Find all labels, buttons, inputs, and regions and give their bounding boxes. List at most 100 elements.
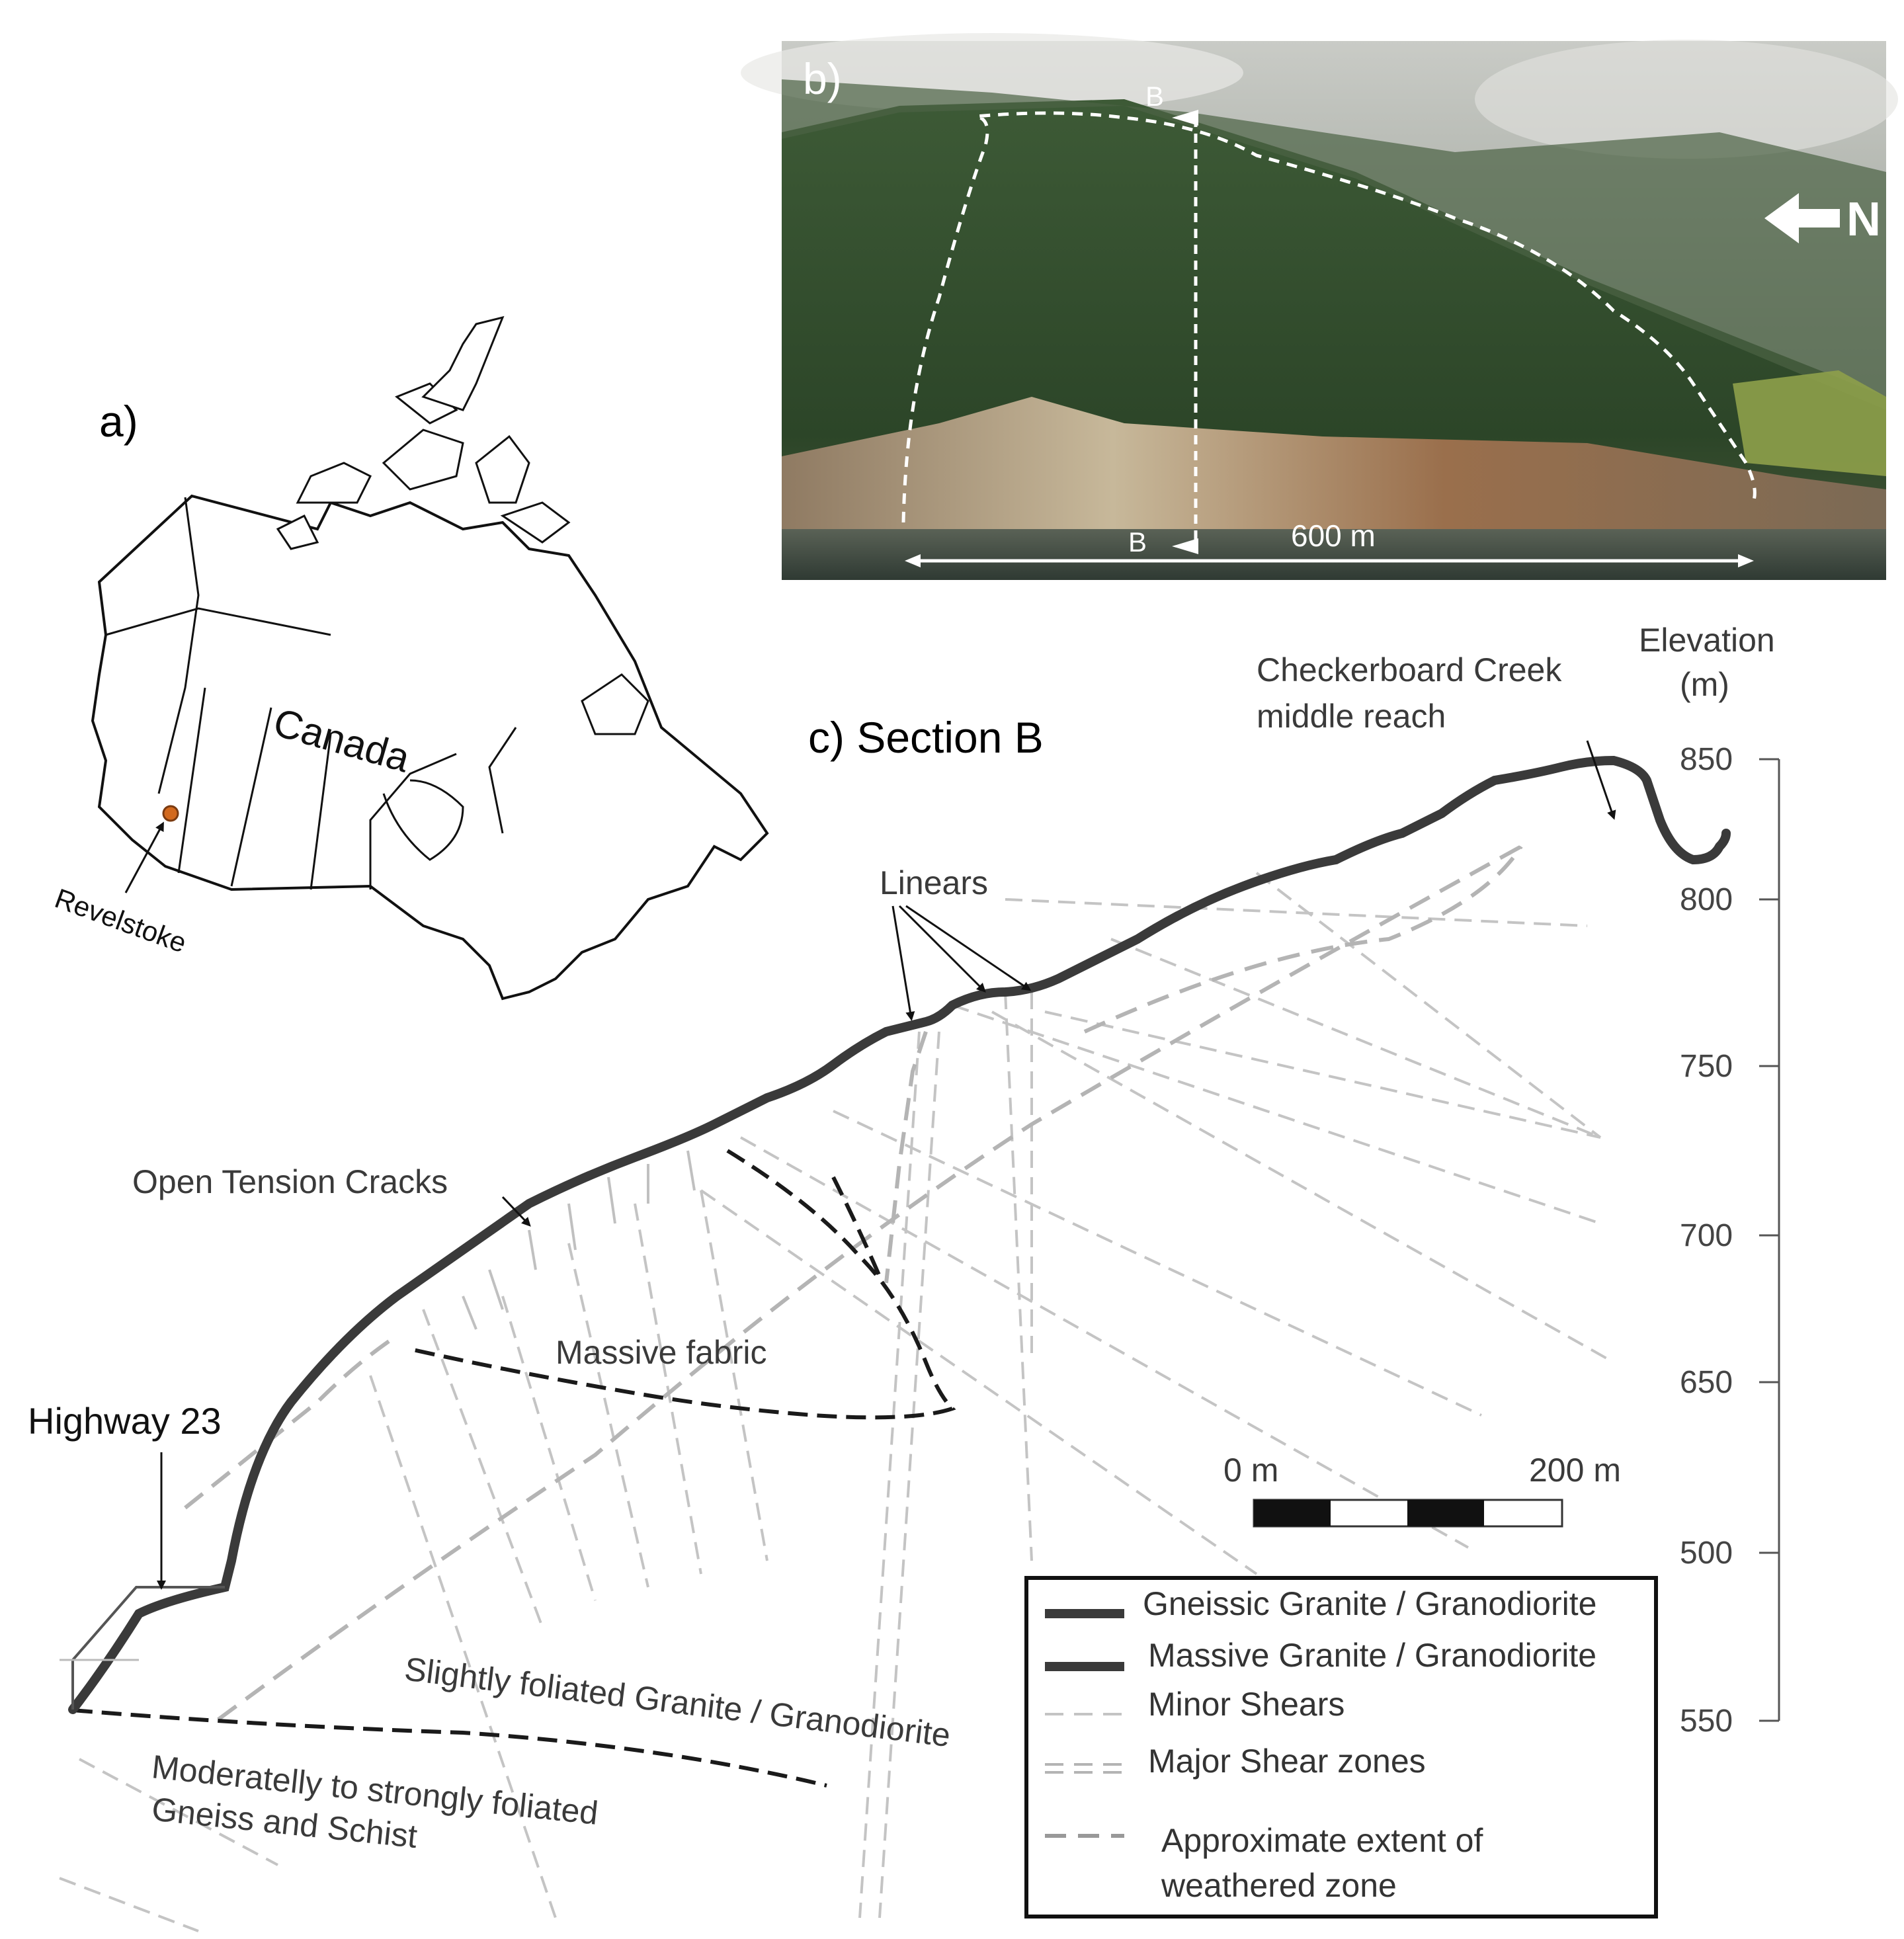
- minor-shear: [991, 1011, 1614, 1364]
- revelstoke-arrow: [124, 821, 164, 893]
- major-shear: [217, 845, 1522, 1721]
- cloud: [1475, 40, 1898, 159]
- linears-arrow: [905, 905, 1032, 991]
- minor-shears: [59, 872, 1614, 1932]
- linears-arrow: [898, 905, 986, 993]
- north-arrow-icon: [1764, 193, 1840, 243]
- arctic-island: [382, 429, 464, 491]
- province-border: [230, 707, 272, 887]
- section-mark-top: B: [1145, 81, 1164, 112]
- creek-label-1: Checkerboard Creek: [1257, 651, 1562, 688]
- linears-arrow: [891, 905, 915, 1021]
- minor-shear: [1044, 1011, 1601, 1139]
- tension-crack-ticks: [462, 1150, 696, 1330]
- tick-label: 500: [1680, 1536, 1733, 1571]
- minor-shear: [634, 1203, 702, 1575]
- crack-tick: [686, 1150, 696, 1191]
- elevation-axis: Elevation (m) 850 800 750 700 650 500 55…: [1639, 622, 1780, 1739]
- distance-arrow-left: [905, 554, 921, 567]
- tick-label: 850: [1680, 742, 1733, 777]
- photo-panel: B B 600 m N b): [741, 33, 1898, 580]
- tick-label: 750: [1680, 1049, 1733, 1084]
- weathered-boundary: [409, 1149, 956, 1420]
- legend-weathered-2: weathered zone: [1161, 1867, 1397, 1904]
- minor-shear: [369, 1375, 557, 1918]
- minor-shear: [422, 1309, 544, 1628]
- slightly-foliated-label: Slightly foliated Granite / Granodiorite: [403, 1650, 953, 1754]
- legend-massive: Massive Granite / Granodiorite: [1148, 1637, 1596, 1674]
- tick-label: 550: [1680, 1704, 1733, 1739]
- legend-weathered-1: Approximate extent of: [1161, 1822, 1483, 1859]
- massive-fabric-label: Massive fabric: [556, 1334, 767, 1371]
- legend: Gneissic Granite / Granodiorite Massive …: [1024, 1576, 1658, 1918]
- tick-label: 650: [1680, 1365, 1733, 1400]
- minor-shear: [501, 1296, 597, 1601]
- tick-label: 800: [1680, 882, 1733, 917]
- province-border: [310, 733, 332, 890]
- arctic-island: [421, 315, 505, 411]
- creek-label-2: middle reach: [1257, 698, 1446, 735]
- crack-tick: [567, 1203, 577, 1251]
- canada-outline: [91, 494, 769, 1001]
- newfoundland: [581, 673, 649, 735]
- panel-b-label: b): [803, 54, 842, 103]
- creek-arrow: [1586, 740, 1616, 820]
- province-border: [157, 497, 200, 794]
- tick-label: 700: [1680, 1218, 1733, 1253]
- section-arrow-top: [1172, 110, 1198, 126]
- minor-shear: [700, 1190, 768, 1561]
- minor-shear: [79, 1758, 278, 1866]
- cliff-face: [782, 397, 1886, 529]
- hudson-bay: [382, 779, 464, 861]
- major-shear: [184, 1334, 398, 1510]
- weathered-boundary: [72, 1708, 827, 1788]
- minor-shear: [567, 1243, 649, 1588]
- minor-shear: [1005, 898, 1588, 927]
- legend-major: Major Shear zones: [1148, 1743, 1426, 1780]
- minor-shear: [1255, 872, 1602, 1139]
- axis-title-2: (m): [1680, 666, 1729, 703]
- crack-tick: [462, 1296, 477, 1330]
- slide-outline: [901, 111, 1757, 523]
- minor-shear: [952, 1004, 1601, 1225]
- minor-shear: [59, 1877, 199, 1932]
- minor-shear: [740, 1136, 1469, 1549]
- distance-label: 600 m: [1291, 518, 1376, 553]
- arctic-island: [500, 501, 571, 544]
- section-arrow-bottom: [1172, 538, 1198, 554]
- legend-minor: Minor Shears: [1148, 1686, 1345, 1723]
- north-label: N: [1846, 193, 1881, 246]
- province-border: [488, 727, 517, 834]
- territory-border: [105, 607, 331, 636]
- tension-cracks-label: Open Tension Cracks: [132, 1163, 448, 1200]
- scale-right-label: 200 m: [1529, 1452, 1621, 1489]
- crack-tick: [607, 1176, 616, 1224]
- major-shears: [184, 845, 1523, 1721]
- distance-arrow-right: [1738, 554, 1754, 567]
- minor-shear: [858, 1031, 921, 1918]
- weathered-zone: [72, 1149, 956, 1788]
- major-shear: [884, 1031, 928, 1284]
- major-shear: [1083, 845, 1523, 1034]
- tension-cracks-arrow: [501, 1196, 531, 1227]
- scale-bar: 0 m 200 m: [1223, 1452, 1621, 1528]
- meadow: [1733, 370, 1886, 476]
- minor-shear: [1004, 991, 1033, 1561]
- province-border: [177, 687, 206, 874]
- linears-label: Linears: [880, 864, 988, 901]
- map-panel: a) Canada Revelstoke: [51, 315, 769, 1001]
- upper-forest: [782, 79, 1886, 410]
- section-mark-bottom: B: [1128, 526, 1147, 557]
- weathered-boundary: [831, 1176, 882, 1278]
- panel-a-label: a): [99, 397, 138, 446]
- arctic-island: [475, 434, 530, 504]
- crack-tick: [528, 1229, 537, 1270]
- minor-shear: [833, 1110, 1482, 1417]
- revelstoke-marker: [162, 805, 179, 822]
- legend-box: [1024, 1576, 1658, 1918]
- arctic-island: [296, 462, 372, 504]
- legend-gneissic: Gneissic Granite / Granodiorite: [1143, 1585, 1596, 1622]
- minor-shear: [878, 1031, 940, 1918]
- province-border: [369, 753, 457, 889]
